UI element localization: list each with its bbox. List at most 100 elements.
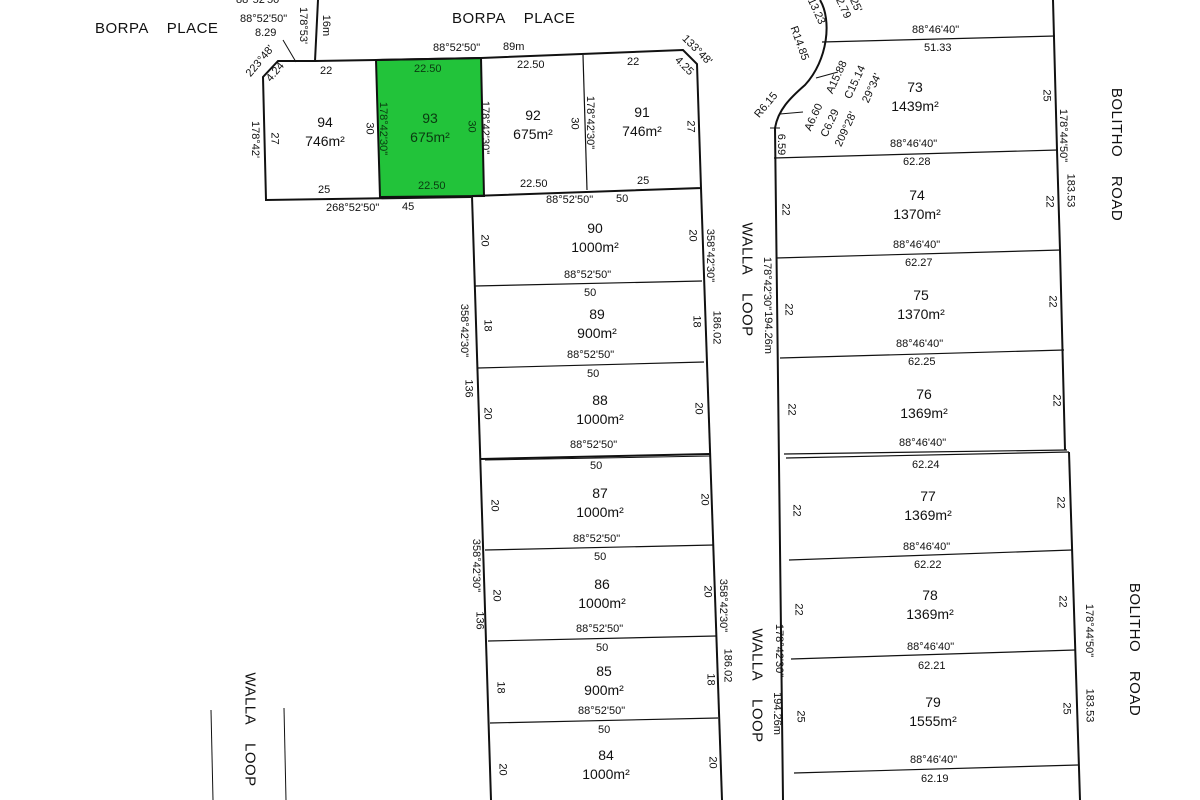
dim-top-cut: 88°52'50": [236, 0, 284, 6]
dim-angle: 178°42': [249, 120, 262, 159]
dim-length: 22: [1054, 496, 1067, 509]
dim-length: 20: [701, 585, 714, 598]
dim-bearing: 88°52'50": [578, 705, 626, 717]
road-label-walla-upper: WALLA LOOP: [738, 222, 756, 337]
dim-bearing: 88°52'50": [546, 194, 594, 206]
dim-bearing: 88°46'40": [896, 338, 944, 350]
dim-length: 62.27: [905, 257, 933, 269]
dim-length: 22: [1046, 295, 1059, 308]
dim-bearing: 88°52'50": [570, 439, 618, 451]
dim-bearing: 88°52'50": [573, 533, 621, 545]
dim-angle: 178°42'30": [773, 623, 786, 678]
dim-bearing: 88°46'40": [899, 437, 947, 449]
dim-length: 62.19: [921, 773, 949, 785]
dim-length: 62.25: [908, 356, 936, 368]
dim-length: 62.24: [912, 459, 940, 471]
dim-bearing: 88°46'40": [903, 541, 951, 553]
dim-length: 25: [1040, 89, 1053, 102]
dim-angle: 358°42'30": [458, 303, 471, 358]
dim-length: 27: [268, 132, 281, 145]
dim-bearing: 88°52'50": [433, 42, 481, 54]
road-label-borpa-left: BORPA PLACE: [95, 20, 219, 37]
dim-length: 22: [779, 203, 792, 216]
dim-length: 50: [590, 460, 603, 472]
dim-angle: 178°44'50": [1057, 108, 1070, 163]
dim-bearing: 88°52'50": [564, 269, 612, 281]
dim-length: 16m: [320, 14, 333, 37]
dim-length: 22.50: [517, 59, 545, 71]
dim-length: 18: [481, 319, 494, 332]
dim-length: 22.50: [414, 63, 442, 75]
dim-length: 18: [690, 315, 703, 328]
dim-angle: 178°42'30": [377, 101, 390, 156]
dim-length: 45: [402, 201, 415, 213]
dim-length: 30: [465, 120, 478, 133]
dim-length: 136: [473, 611, 486, 630]
dim-length: 6.59: [775, 133, 788, 156]
dim-length: 22: [320, 65, 333, 77]
dim-length: 27: [684, 120, 697, 133]
dim-length: 50: [584, 287, 597, 299]
dim-length: 25: [1060, 702, 1073, 715]
dim-length: 22: [792, 603, 805, 616]
dim-length: 20: [490, 589, 503, 602]
road-label-borpa-top: BORPA PLACE: [452, 10, 576, 27]
dim-length: 22.50: [418, 180, 446, 192]
dim-bearing: 88°52'50": [240, 13, 288, 25]
dim-length: 22: [627, 56, 640, 68]
dim-angle: 178°44'50": [1083, 603, 1096, 658]
road-label-walla-bottom-left: WALLA LOOP: [241, 672, 259, 787]
dim-length: 20: [488, 499, 501, 512]
dim-length: 30: [363, 122, 376, 135]
dim-length: 18: [704, 673, 717, 686]
dim-angle: 178°42'30": [761, 256, 774, 311]
dim-length: 25: [794, 710, 807, 723]
dim-length: 22: [790, 504, 803, 517]
dim-length: 20: [481, 407, 494, 420]
dim-length: 20: [706, 756, 719, 769]
dim-length: 50: [596, 642, 609, 654]
dim-length: 136: [462, 379, 475, 398]
road-label-bolitho-upper: BOLITHO ROAD: [1108, 87, 1126, 222]
dim-length: 20: [496, 763, 509, 776]
dim-length: 8.29: [255, 27, 277, 39]
dim-length: 62.22: [914, 559, 942, 571]
dim-bearing: 88°46'40": [907, 641, 955, 653]
dim-length: 22.50: [520, 178, 548, 190]
dim-length: 62.21: [918, 660, 946, 672]
dim-length: 62.28: [903, 156, 931, 168]
dim-length: 20: [698, 493, 711, 506]
dim-bearing: 88°46'40": [893, 239, 941, 251]
dim-length: 30: [568, 117, 581, 130]
dim-bearing: 88°46'40": [890, 138, 938, 150]
road-label-bolitho-lower: BOLITHO ROAD: [1126, 582, 1144, 717]
dim-bearing: 88°52'50": [576, 623, 624, 635]
dim-length: 22: [782, 303, 795, 316]
dim-length: 183.53: [1083, 688, 1096, 723]
dim-length: 50: [598, 724, 611, 736]
dim-length: 186.02: [721, 648, 734, 683]
dim-bearing: 88°46'40": [910, 754, 958, 766]
dim-length: 25: [318, 184, 331, 196]
dim-angle: 358°42'30": [717, 578, 730, 633]
